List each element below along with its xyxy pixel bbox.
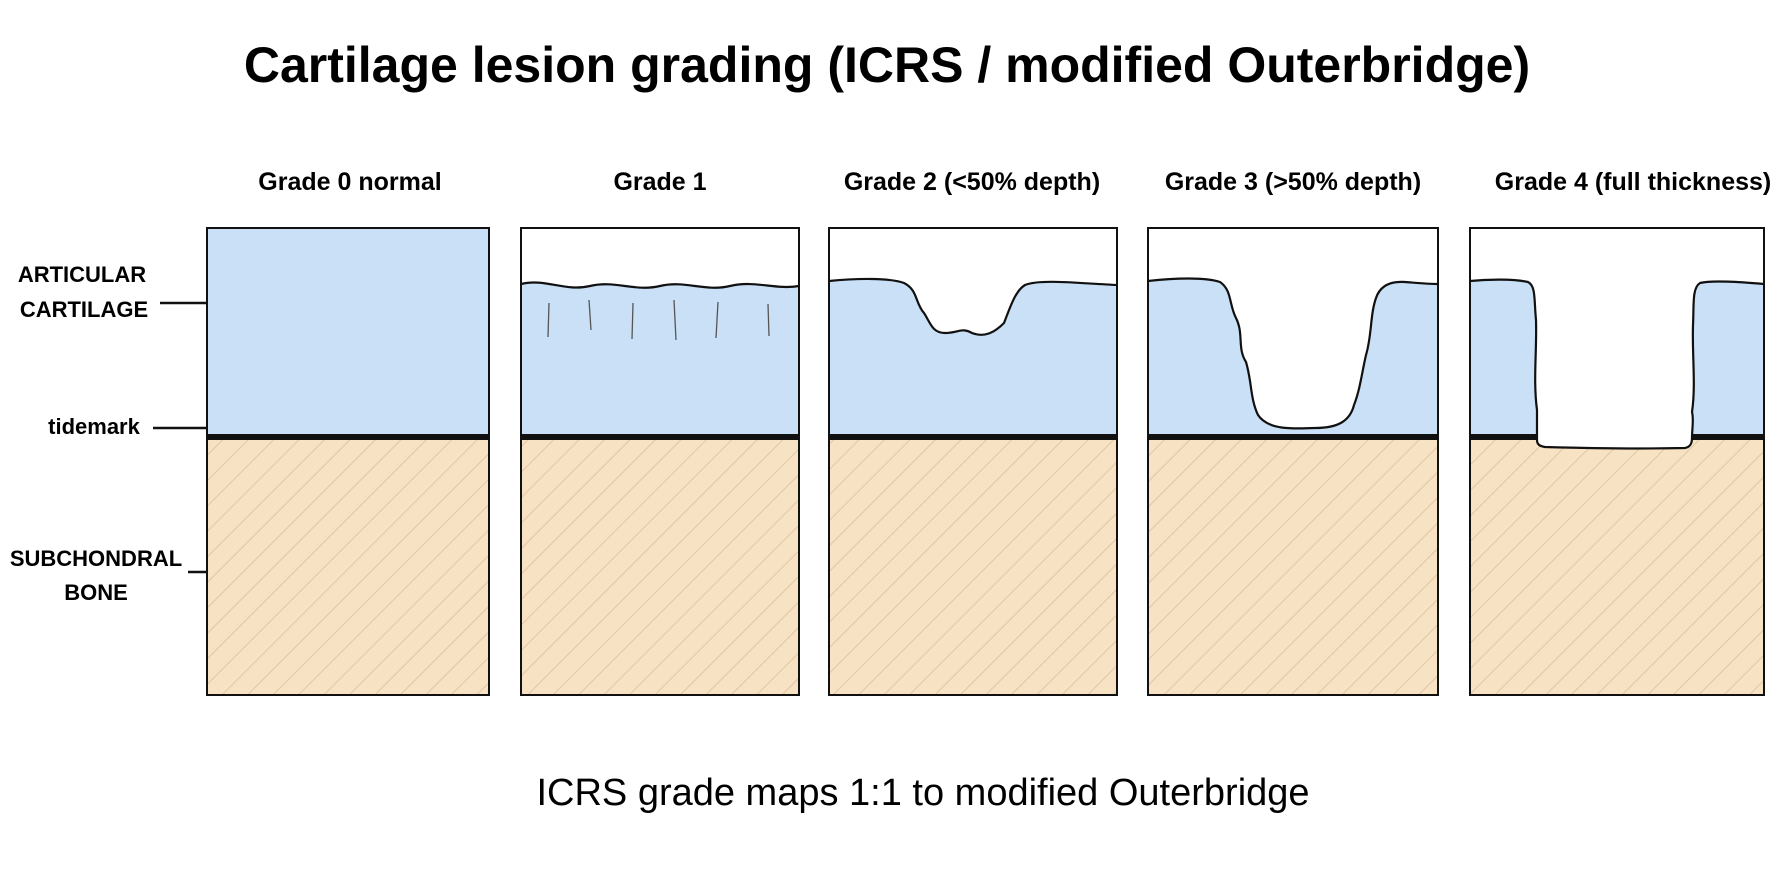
- cartilage-layer: [1148, 278, 1438, 437]
- cartilage-layer: [521, 282, 799, 437]
- panel-grade-4: [1469, 227, 1765, 696]
- diagram-title: Cartilage lesion grading (ICRS / modifie…: [244, 37, 1530, 93]
- cartilage-layer: [207, 228, 489, 437]
- panel-heading-grade-0: Grade 0 normal: [258, 168, 441, 196]
- label-subchondral-bone-line2: BONE: [64, 580, 128, 605]
- panel-frame: [206, 227, 490, 696]
- panel-heading-grade-4: Grade 4 (full thickness): [1495, 168, 1771, 196]
- lesion-outline: [1147, 277, 1439, 430]
- subchondral-bone-layer: [207, 437, 489, 695]
- panel-grade-3: [1147, 227, 1439, 696]
- panel-frame: [828, 227, 1118, 696]
- subchondral-bone-layer: [521, 437, 799, 695]
- footer-caption: ICRS grade maps 1:1 to modified Outerbri…: [536, 772, 1309, 814]
- panel-heading-grade-3: Grade 3 (>50% depth): [1165, 168, 1421, 196]
- cartilage-right-remnant: [1692, 281, 1764, 437]
- subchondral-bone-layer: [1470, 437, 1764, 695]
- lesion-outline: [1469, 278, 1765, 450]
- cartilage-layer: [829, 278, 1117, 437]
- panel-grade-0: [206, 227, 490, 696]
- panel-frame: [1469, 227, 1765, 696]
- panel-heading-grade-1: Grade 1: [613, 168, 706, 196]
- cartilage-left-remnant: [1470, 279, 1537, 437]
- defect-floor: [1537, 437, 1692, 449]
- panel-grade-2: [828, 227, 1118, 696]
- fibrillation-marks: [547, 299, 770, 341]
- subchondral-bone-layer: [1148, 437, 1438, 695]
- cartilage-surface: [520, 281, 800, 289]
- subchondral-bone-layer: [829, 437, 1117, 695]
- lesion-outline: [828, 277, 1118, 336]
- panel-grade-1: [520, 227, 800, 696]
- panel-heading-grade-2: Grade 2 (<50% depth): [844, 168, 1100, 196]
- label-subchondral-bone-line1: SUBCHONDRAL: [10, 546, 182, 571]
- label-tidemark: tidemark: [48, 414, 140, 439]
- label-articular-cartilage-line2: CARTILAGE: [20, 297, 148, 322]
- panel-frame: [520, 227, 800, 696]
- label-articular-cartilage-line1: ARTICULAR: [18, 262, 146, 287]
- panel-frame: [1147, 227, 1439, 696]
